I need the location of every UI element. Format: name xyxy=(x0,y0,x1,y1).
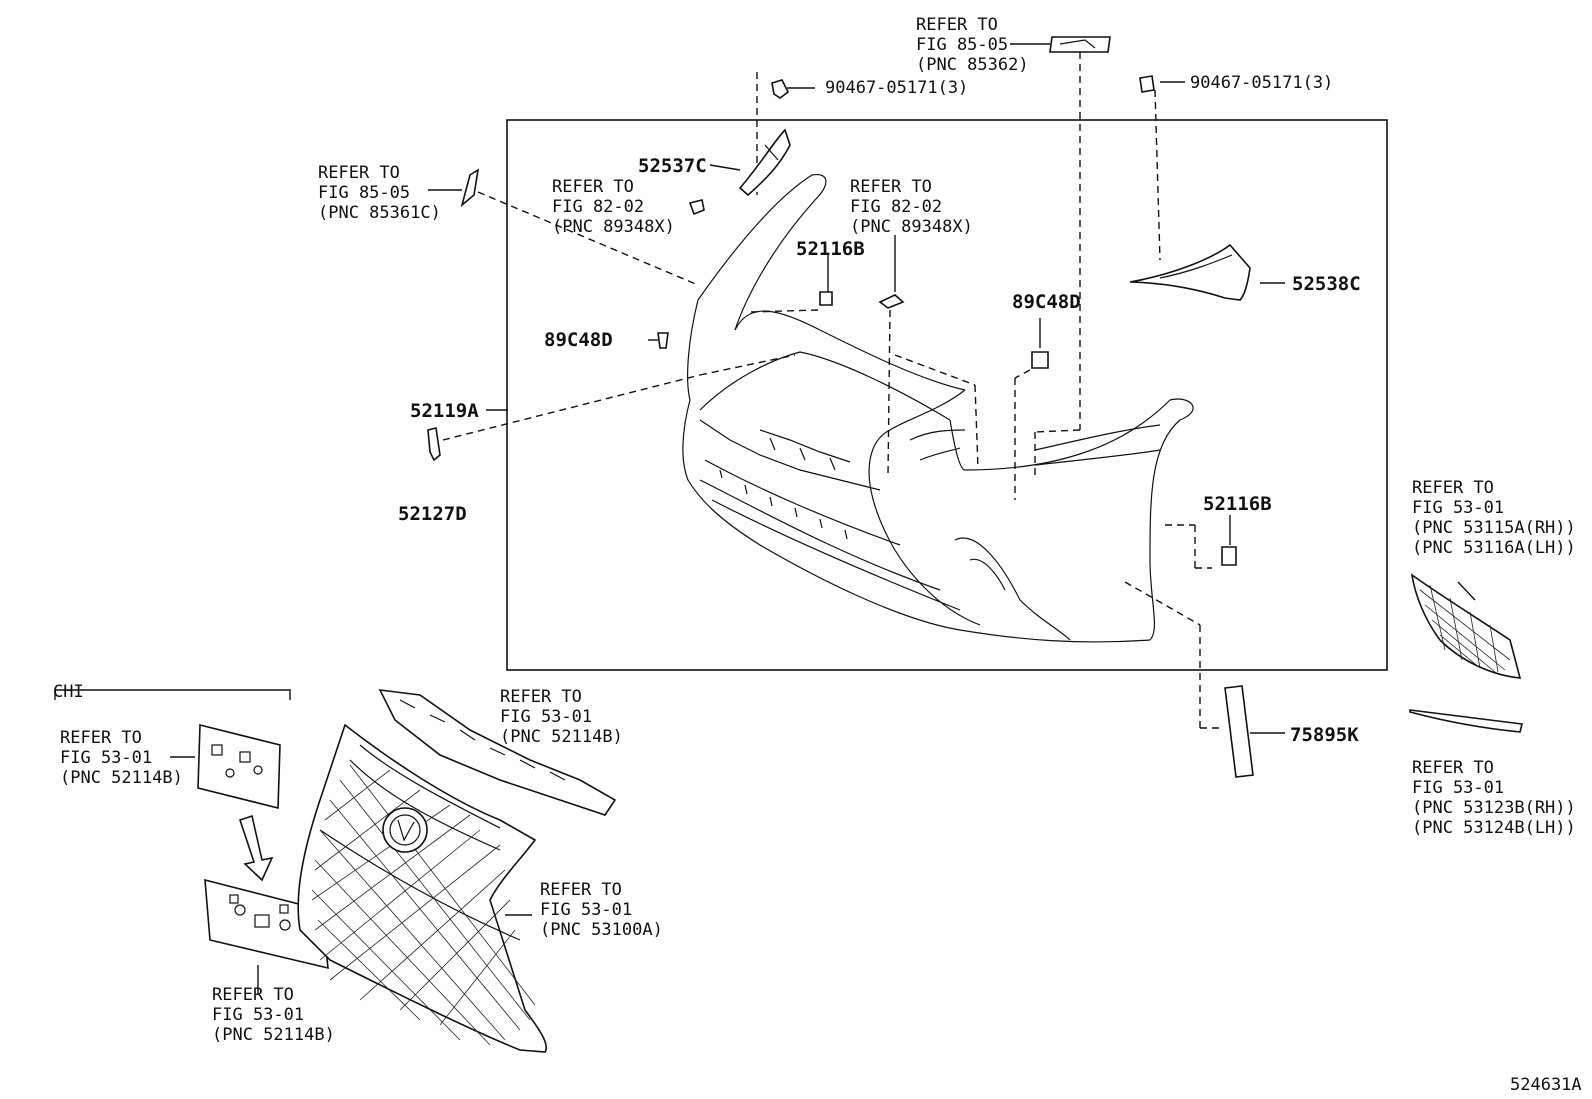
ref-53123b-line4: (PNC 53124B(LH)) xyxy=(1412,818,1576,838)
clip-89c48d-right xyxy=(1031,351,1049,369)
clip-85361c xyxy=(460,168,480,208)
ref-53100a-line1: REFER TO xyxy=(540,880,622,900)
ref-85362-line2: FIG 85-05 xyxy=(916,35,1008,55)
bracket-89348x-right xyxy=(878,294,905,309)
ref-89348x-left-line1: REFER TO xyxy=(552,177,634,197)
part-52119a: 52119A xyxy=(410,400,479,422)
ref-52114b-top: REFER TO FIG 53-01 (PNC 52114B) xyxy=(500,687,623,747)
ref-52114b-bottom-line1: REFER TO xyxy=(212,985,294,1005)
part-52116b-top: 52116B xyxy=(796,238,865,260)
ref-52114b-bottom-line2: FIG 53-01 xyxy=(212,1005,304,1025)
ref-85361c-line1: REFER TO xyxy=(318,163,400,183)
bumper-cover-drawing xyxy=(682,173,1194,643)
ref-52114b-chi-line2: FIG 53-01 xyxy=(60,748,152,768)
clip-90467-right xyxy=(1139,75,1155,93)
emblem-85362 xyxy=(1049,36,1111,53)
ref-53123b-line2: FIG 53-01 xyxy=(1412,778,1504,798)
plate-bracket-chi xyxy=(197,723,281,810)
part-89c48d-left: 89C48D xyxy=(544,329,613,351)
garnish-52538c xyxy=(1129,243,1251,301)
ref-52114b-top-line2: FIG 53-01 xyxy=(500,707,592,727)
ref-53123b-line1: REFER TO xyxy=(1412,758,1494,778)
ref-89348x-left: REFER TO FIG 82-02 (PNC 89348X) xyxy=(552,177,675,237)
ref-53100a: REFER TO FIG 53-01 (PNC 53100A) xyxy=(540,880,663,940)
bumper-group-frame xyxy=(506,119,1388,671)
part-75895k: 75895K xyxy=(1290,724,1359,746)
ref-53123b-line3: (PNC 53123B(RH)) xyxy=(1412,798,1576,818)
ref-53123b: REFER TO FIG 53-01 (PNC 53123B(RH)) (PNC… xyxy=(1412,758,1576,838)
ref-89348x-left-line2: FIG 82-02 xyxy=(552,197,644,217)
bolt-left-label: 90467-05171(3) xyxy=(825,78,968,98)
ref-85362-line3: (PNC 85362) xyxy=(916,55,1029,75)
ref-53100a-line3: (PNC 53100A) xyxy=(540,920,663,940)
retainer-52116b-right xyxy=(1221,546,1237,566)
ref-53100a-line2: FIG 53-01 xyxy=(540,900,632,920)
part-52127d: 52127D xyxy=(398,503,467,525)
ref-89348x-right: REFER TO FIG 82-02 (PNC 89348X) xyxy=(850,177,973,237)
ref-53115a-line3: (PNC 53115A(RH)) xyxy=(1412,518,1576,538)
ref-52114b-chi-line1: REFER TO xyxy=(60,728,142,748)
part-52116b-right: 52116B xyxy=(1203,493,1272,515)
ref-53115a: REFER TO FIG 53-01 (PNC 53115A(RH)) (PNC… xyxy=(1412,478,1576,558)
ref-85362: REFER TO FIG 85-05 (PNC 85362) xyxy=(916,15,1029,75)
upper-grille-bracket xyxy=(378,689,617,816)
ref-52114b-chi: REFER TO FIG 53-01 (PNC 52114B) xyxy=(60,728,183,788)
ref-53115a-line4: (PNC 53116A(LH)) xyxy=(1412,538,1576,558)
ref-85361c-line2: FIG 85-05 xyxy=(318,183,410,203)
ref-53115a-line1: REFER TO xyxy=(1412,478,1494,498)
chi-label: CHI xyxy=(53,682,84,702)
figure-id: 524631A xyxy=(1510,1075,1582,1095)
ref-53115a-line2: FIG 53-01 xyxy=(1412,498,1504,518)
seal-75895k xyxy=(1224,685,1254,778)
radiator-grille-53100a xyxy=(297,723,547,1053)
ref-52114b-bottom-line3: (PNC 52114B) xyxy=(212,1025,335,1045)
ref-52114b-chi-line3: (PNC 52114B) xyxy=(60,768,183,788)
ref-89348x-right-line1: REFER TO xyxy=(850,177,932,197)
arrow-down xyxy=(238,814,274,882)
ref-52114b-top-line3: (PNC 52114B) xyxy=(500,727,623,747)
leader-lines xyxy=(54,43,1476,995)
clip-90467-left xyxy=(771,79,790,99)
molding-52537c xyxy=(738,128,791,197)
bolt-right-label: 90467-05171(3) xyxy=(1190,73,1333,93)
part-52537c: 52537C xyxy=(638,155,707,177)
ref-85361c: REFER TO FIG 85-05 (PNC 85361C) xyxy=(318,163,441,223)
bracket-52127d xyxy=(427,427,441,462)
retainer-52116b-top xyxy=(819,291,833,306)
ref-89348x-right-line2: FIG 82-02 xyxy=(850,197,942,217)
ref-89348x-left-line3: (PNC 89348X) xyxy=(552,217,675,237)
plate-bracket-lower xyxy=(204,878,329,970)
clip-89c48d-left xyxy=(657,332,669,349)
ref-89348x-right-line3: (PNC 89348X) xyxy=(850,217,973,237)
part-52538c: 52538C xyxy=(1292,273,1361,295)
ref-52114b-bottom: REFER TO FIG 53-01 (PNC 52114B) xyxy=(212,985,335,1045)
fog-grille-53115a xyxy=(1410,573,1522,679)
molding-53123b xyxy=(1409,709,1523,733)
part-89c48d-right: 89C48D xyxy=(1012,291,1081,313)
ref-52114b-top-line1: REFER TO xyxy=(500,687,582,707)
ref-85361c-line3: (PNC 85361C) xyxy=(318,203,441,223)
ref-85362-line1: REFER TO xyxy=(916,15,998,35)
bracket-89348x-left xyxy=(688,199,705,216)
